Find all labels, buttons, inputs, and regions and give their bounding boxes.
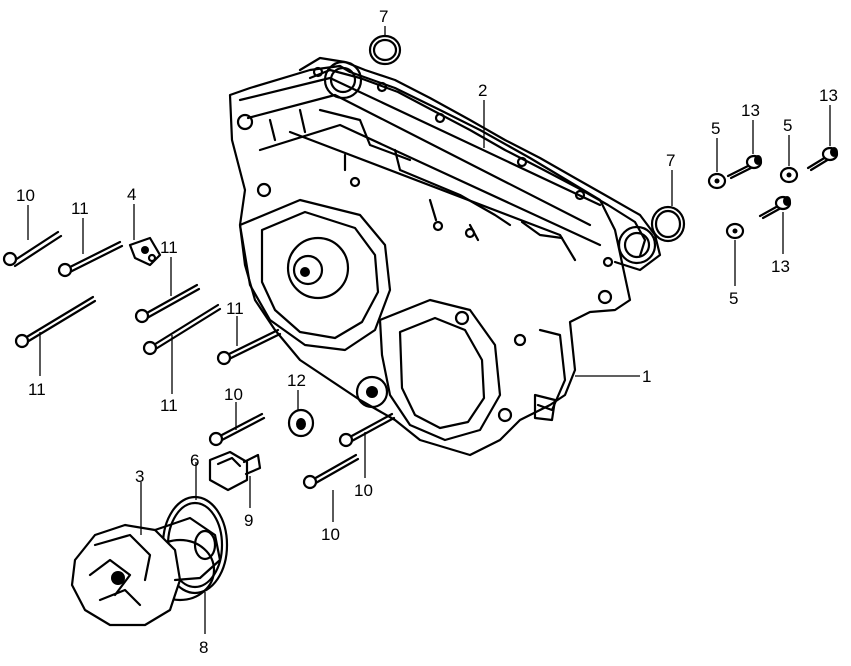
bolt-10-upper-left: [2, 230, 63, 268]
callout-5-c: 5: [729, 289, 738, 308]
o-ring-upper: [368, 34, 402, 66]
callout-11-d: 11: [160, 396, 178, 415]
callout-10-lower-a: 10: [354, 481, 373, 500]
callout-5-b: 5: [783, 116, 792, 135]
bolt-11-d: [142, 303, 222, 356]
bolt-11-a: [57, 240, 124, 278]
callout-7-upper: 7: [379, 7, 388, 26]
o-ring-right: [650, 205, 686, 243]
washer-12: [287, 408, 315, 438]
washer-5b: [779, 166, 799, 184]
callout-10-upper-left: 10: [16, 186, 35, 205]
bolt-10-lower-a: [338, 412, 396, 448]
callout-10-mid: 10: [224, 385, 243, 404]
gasket-rail: [298, 56, 662, 272]
callout-2: 2: [478, 81, 487, 100]
drain-bolt-9: [208, 450, 262, 492]
callout-11-e: 11: [226, 299, 244, 318]
water-pump-3: [70, 516, 222, 627]
callout-13-c: 13: [771, 257, 790, 276]
bracket-4: [128, 236, 162, 267]
callout-13-b: 13: [819, 86, 838, 105]
callout-6: 6: [190, 451, 199, 470]
cover-housing: [228, 64, 632, 457]
callout-11-a: 11: [71, 199, 89, 218]
bolt-13b: [806, 146, 839, 172]
bolt-10-mid: [208, 412, 266, 447]
callout-12: 12: [287, 371, 306, 390]
callout-8: 8: [199, 638, 208, 657]
callout-11-b: 11: [160, 238, 178, 257]
bolt-13a: [726, 154, 763, 180]
callout-5-a: 5: [711, 119, 720, 138]
washer-5a: [707, 172, 727, 190]
bolt-11-b: [134, 283, 201, 324]
leader-lines: [27, 26, 831, 634]
bolt-11-e: [216, 328, 282, 366]
bolt-11-c: [14, 295, 97, 349]
bolt-13c: [758, 195, 792, 220]
callout-9: 9: [244, 511, 253, 530]
callout-4: 4: [127, 185, 136, 204]
callout-10-lower-b: 10: [321, 525, 340, 544]
washer-5c: [725, 222, 745, 240]
callout-7-right: 7: [666, 151, 675, 170]
callout-3: 3: [135, 467, 144, 486]
callout-1: 1: [642, 367, 651, 386]
callout-11-c: 11: [28, 380, 46, 399]
callout-labels: 7 2 7 5 13 5 13 13 5 10 11 4 11 11 11 11…: [16, 7, 838, 657]
callout-13-a: 13: [741, 101, 760, 120]
bolt-10-lower-b: [302, 453, 360, 490]
